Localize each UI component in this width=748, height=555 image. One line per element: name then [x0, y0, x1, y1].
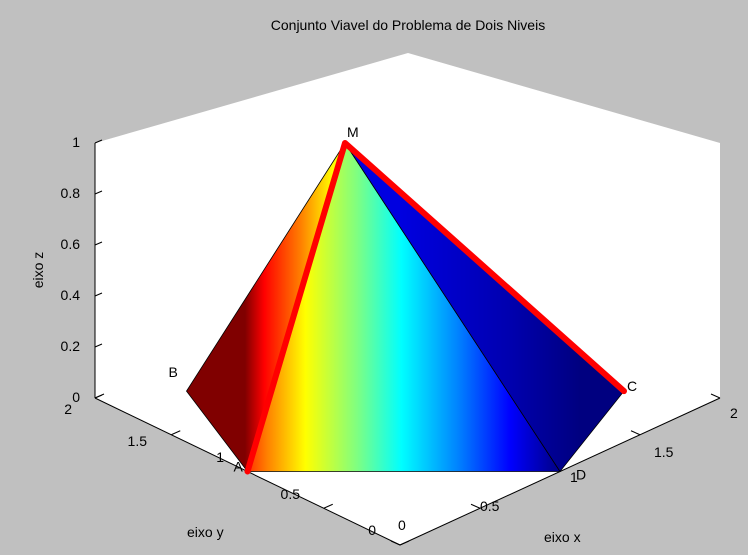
vertex-label: A	[234, 459, 244, 475]
z-axis-label: eixo z	[30, 252, 46, 289]
y-tick	[94, 393, 105, 399]
z-tick	[94, 241, 103, 246]
y-axis-label: eixo y	[187, 524, 224, 540]
y-tick	[323, 503, 333, 509]
z-tick	[94, 190, 103, 195]
z-tick-labels: 0 0.2 0.4 0.6 0.8 1	[61, 134, 81, 405]
vertex-labels: A B M C D	[169, 124, 638, 483]
z-tick	[94, 139, 103, 144]
vertex-label: M	[347, 124, 359, 140]
y-tick	[171, 430, 181, 436]
x-tick	[390, 540, 401, 546]
x-tick-label: 0	[398, 517, 406, 533]
x-tick	[630, 430, 641, 436]
x-tick	[470, 503, 481, 509]
y-tick-label: 2	[64, 401, 72, 417]
x-tick-label: 1.5	[654, 444, 674, 460]
x-axis-label: eixo x	[544, 529, 581, 545]
highlight-edges	[244, 140, 627, 475]
y-tick-label: 1.5	[128, 433, 148, 449]
z-tick-label: 0.6	[61, 236, 81, 252]
vertex-label: C	[627, 378, 637, 394]
surface-faces	[186, 142, 625, 473]
x-tick-label: 0.5	[480, 498, 500, 514]
vertex-label: D	[576, 467, 586, 483]
y-tick-label: 0	[368, 522, 376, 538]
vertex-label: B	[169, 364, 178, 380]
y-tick	[399, 540, 410, 546]
x-tick-label: 1	[570, 469, 578, 485]
z-tick	[94, 292, 103, 297]
y-tick-label: 0.5	[281, 486, 301, 502]
y-tick-label: 1	[216, 449, 224, 465]
z-tick-label: 0.8	[61, 185, 81, 201]
x-tick	[710, 393, 721, 399]
x-tick-label: 2	[730, 405, 738, 421]
z-tick-label: 0.4	[61, 287, 81, 303]
z-tick-label: 1	[72, 134, 80, 150]
z-tick	[94, 343, 103, 348]
x-tick-labels: 0 0.5 1 1.5 2	[398, 405, 738, 533]
y-tick-labels: 0 0.5 1 1.5 2	[64, 401, 376, 538]
z-tick-label: 0.2	[61, 338, 81, 354]
z-tick-label: 0	[72, 389, 80, 405]
highlight-edge	[244, 140, 627, 475]
chart-title: Conjunto Viavel do Problema de Dois Nive…	[271, 17, 545, 33]
